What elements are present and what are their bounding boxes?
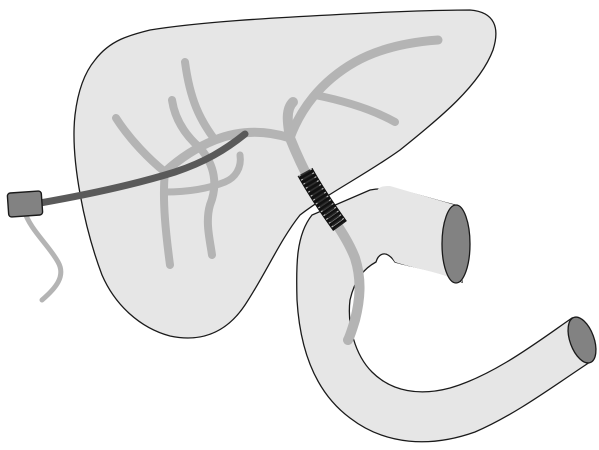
stomach-lumen <box>442 205 470 283</box>
external-tubing <box>24 210 61 300</box>
liver-shape <box>74 10 496 338</box>
common-hepatic-duct <box>288 102 293 138</box>
drain-hub <box>7 191 43 217</box>
